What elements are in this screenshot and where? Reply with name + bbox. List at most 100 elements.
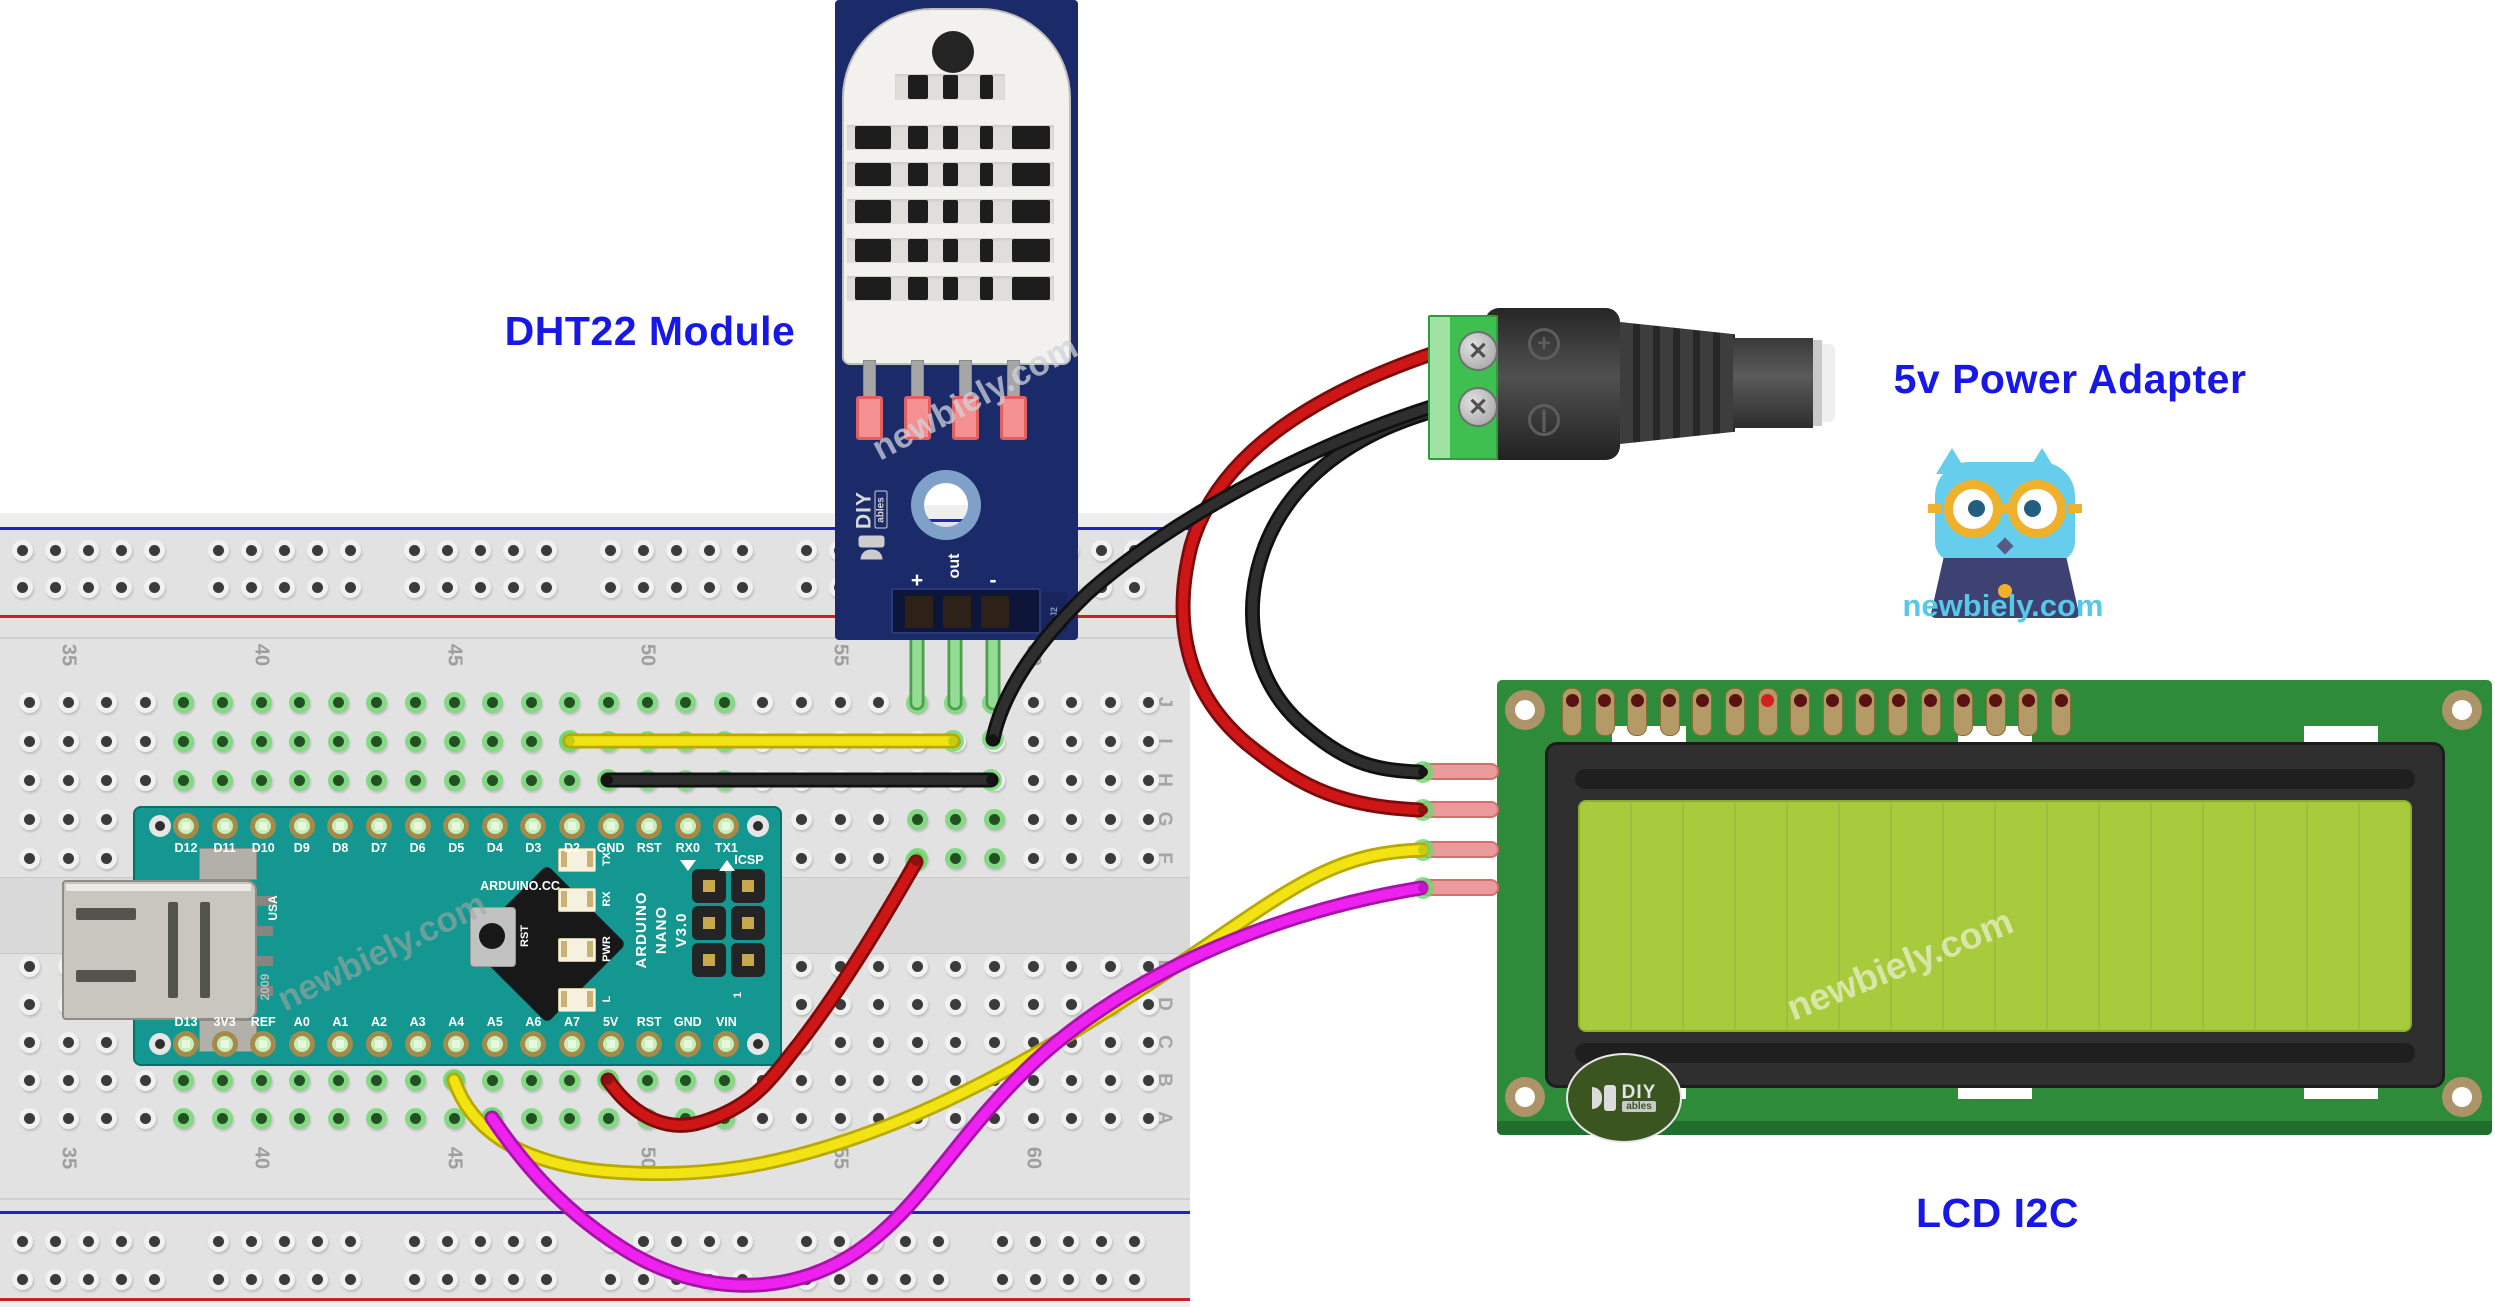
icsp-pin [692,906,726,940]
breadboard-hole [44,1230,66,1252]
breadboard-column-number: 45 [443,643,466,667]
breadboard-hole [1022,1069,1044,1091]
dht22-vent-slot [1012,126,1050,149]
breadboard-hole [731,576,753,598]
breadboard-hole [18,993,40,1015]
nano-pin [366,1031,392,1057]
breadboard-hole [502,576,524,598]
breadboard-hole [366,691,388,713]
dht22-leg-foot [903,396,931,440]
nano-pin-label: D10 [251,841,275,855]
breadboard-hole [1022,1107,1044,1129]
dht22-vent-slot [980,75,993,99]
breadboard-hole [469,576,491,598]
breadboard-hole [599,1268,621,1290]
breadboard-hole [1099,955,1121,977]
dht22-vent-slot [855,163,891,186]
breadboard-hole [1022,691,1044,713]
breadboard-hole [482,1107,504,1129]
breadboard-hole [731,1230,753,1252]
breadboard-hole [795,576,817,598]
power-adapter: ✕ ✕ + | [1428,300,1848,465]
breadboard-hole [597,1107,619,1129]
breadboard-hole [339,1230,361,1252]
breadboard-hole [482,730,504,752]
breadboard-hole [1024,1230,1046,1252]
breadboard-hole [273,1268,295,1290]
breadboard-hole [289,1107,311,1129]
lcd-header-pin [1659,688,1680,736]
dht22-header-ext: J2 [1041,592,1067,632]
breadboard-hole [983,847,1005,869]
breadboard-hole [1061,1031,1083,1053]
nano-pin [481,1031,508,1057]
breadboard-hole [289,691,311,713]
breadboard-hole [134,1107,156,1129]
breadboard-hole [96,1031,118,1053]
breadboard-hole [829,955,851,977]
breadboard-hole [207,539,229,561]
breadboard-hole [829,769,851,791]
breadboard-column-number: 40 [250,643,273,667]
diyables-brand-text: DIY [852,490,876,529]
breadboard-hole [675,691,697,713]
lcd-header-pin [1594,688,1615,736]
breadboard-hole [713,730,735,752]
breadboard-hole [11,1268,33,1290]
breadboard-hole [983,1069,1005,1091]
dht22-connector-ref: J2 [1049,606,1059,618]
breadboard-hole [945,1069,967,1091]
nano-led-label: L [601,995,613,1003]
lcd-header-pin [2018,688,2039,736]
icsp-pin1-label: 1 [732,991,744,999]
breadboard-row-letter: E [1154,959,1175,973]
breadboard-hole [520,1069,542,1091]
nano-year-text: 2009 [258,973,272,1001]
breadboard-hole [829,808,851,830]
usb-solder-pin [257,926,273,936]
breadboard-hole [1061,955,1083,977]
breadboard-hole [1061,808,1083,830]
breadboard-hole [927,1230,949,1252]
nano-led-l [558,988,596,1012]
dht22-pin-label: + [910,569,924,592]
breadboard-hole [173,769,195,791]
breadboard-hole [1024,1268,1046,1290]
nano-mount-hole [747,815,769,837]
nano-mount-hole [149,1033,171,1055]
breadboard-hole [57,730,79,752]
nano-pin-label: D9 [293,841,310,855]
nano-pin-label: A1 [332,1015,349,1029]
diyables-brand-text: DIY [1621,1082,1657,1103]
wire-red-adapter-lcd [1175,344,1445,818]
dht22-vent-slot [908,239,928,262]
nano-pin-label: GND [596,841,625,855]
polarity-minus-icon: | [1528,404,1560,436]
breadboard-hole [1123,1268,1145,1290]
nano-brand-text: ARDUINO.CC [480,879,560,893]
nano-pin-label: GND [673,1015,702,1029]
nano-pin-label: TX1 [714,841,738,855]
breadboard-hole [250,730,272,752]
breadboard-hole [1138,808,1160,830]
breadboard-hole [18,1107,40,1129]
breadboard-hole [1057,1230,1079,1252]
breadboard-hole [404,1107,426,1129]
nano-pin [327,1031,354,1057]
breadboard-hole [698,576,720,598]
breadboard-hole [713,691,735,713]
screw-icon: ✕ [1458,387,1498,427]
breadboard-hole [443,1069,465,1091]
lcd-mount-hole [1505,1077,1545,1117]
wire-black-adapter-lcd [1244,402,1445,780]
nano-pin-label: D6 [409,841,426,855]
newbiely-owl-logo [1920,448,2090,618]
lcd-header-pin [1855,688,1876,736]
nano-pin [520,1031,547,1057]
breadboard-hole [173,1069,195,1091]
breadboard-hole [790,691,812,713]
diyables-sub-text: ables [1621,1101,1657,1112]
breadboard-hole [1022,769,1044,791]
breadboard-hole [1022,955,1044,977]
